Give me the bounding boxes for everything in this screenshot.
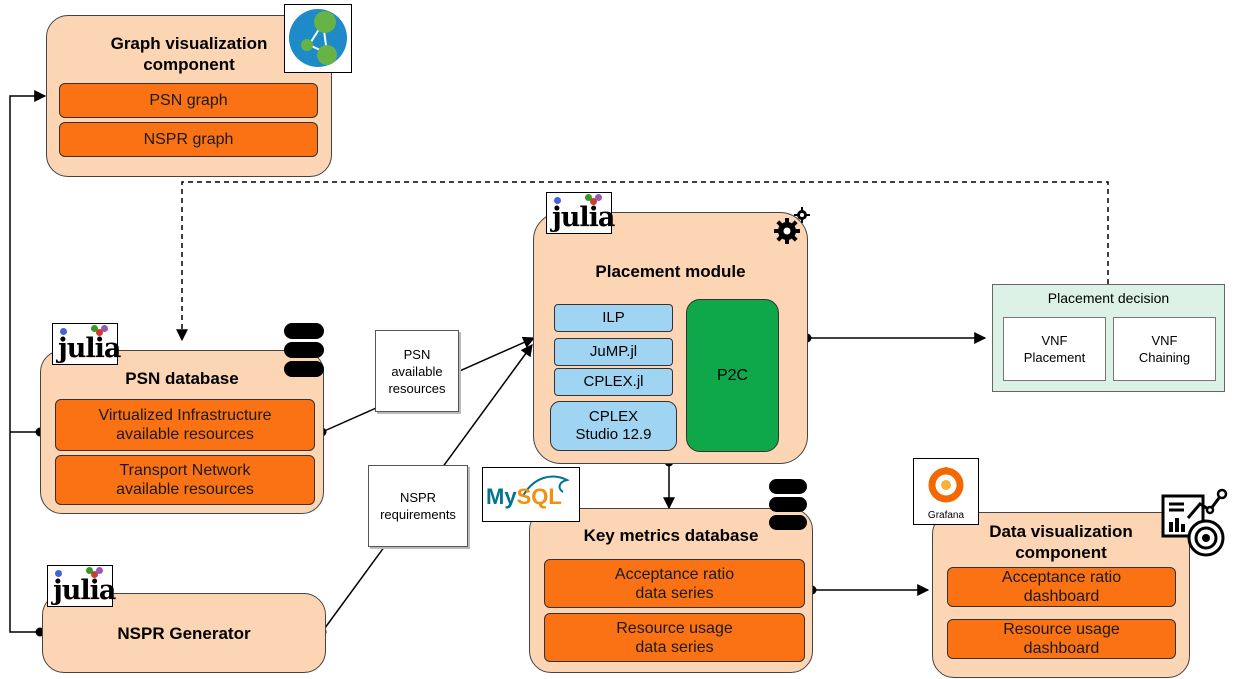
database-icon — [768, 477, 808, 533]
psn-database-title: PSN database — [125, 369, 239, 388]
key-metrics-title: Key metrics database — [583, 526, 759, 545]
mysql-logo-icon: MySQL — [482, 467, 580, 522]
placement-module-component: Placement module ILP JuMP.jl CPLEX.jl CP… — [533, 212, 808, 464]
p2c-box: P2C — [686, 299, 779, 452]
neo4j-logo-icon — [284, 4, 352, 73]
nspr-generator-title: NSPR Generator — [117, 624, 251, 643]
database-icon — [283, 321, 325, 379]
nspr-graph-box: NSPR graph — [59, 122, 318, 157]
julia-logo-icon: julia — [47, 565, 116, 607]
feedback-dashed-line — [176, 181, 1109, 342]
bus-line — [9, 90, 47, 633]
data-viz-title: Data visualization component — [989, 522, 1133, 562]
grafana-logo-icon: Grafana — [913, 458, 979, 525]
placement-decision-title: Placement decision — [1047, 290, 1170, 306]
graph-viz-title: Graph visualization component — [110, 34, 268, 74]
psn-graph-box: PSN graph — [59, 83, 318, 118]
dashboard-analytics-icon — [1160, 488, 1230, 558]
cplex-jl-box: CPLEX.jl — [554, 368, 673, 396]
julia-logo-icon: julia — [546, 192, 615, 234]
jump-jl-box: JuMP.jl — [554, 338, 673, 366]
julia-logo-icon: julia — [52, 323, 121, 365]
data-visualization-component: Data visualization component Acceptance … — [932, 512, 1190, 678]
gears-icon — [773, 205, 813, 245]
ilp-box: ILP — [554, 304, 673, 332]
placement-module-title: Placement module — [595, 262, 746, 281]
